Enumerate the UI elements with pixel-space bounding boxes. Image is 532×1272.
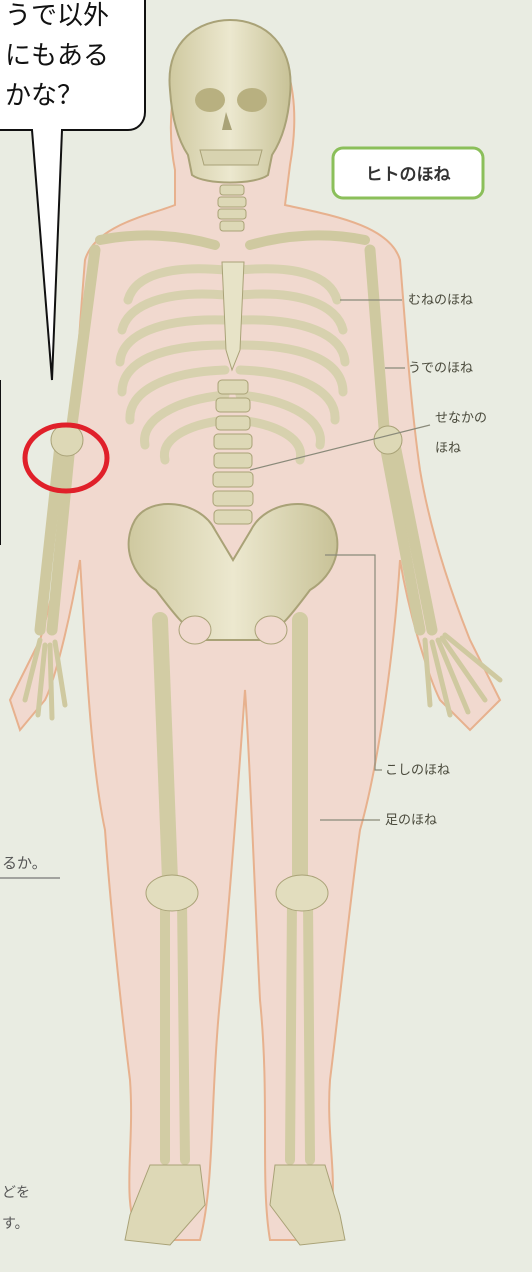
shin-bones [165, 900, 310, 1160]
feet [125, 1165, 345, 1245]
page-fragment-mid: るか。 [2, 854, 47, 872]
bubble-line-2: にもある [5, 41, 109, 71]
skull [170, 20, 291, 183]
label-back-bone-2: ほね [435, 441, 461, 456]
page-fragment-bottom-1: どを [2, 1185, 30, 1201]
page-fragment-bottom-2: す。 [2, 1216, 29, 1232]
label-chest-bone: むねのほね [408, 293, 473, 308]
label-back-bone-1: せなかの [435, 411, 487, 426]
label-leg-bone: 足のほね [385, 813, 437, 828]
bubble-line-1: うで以外 [5, 1, 109, 31]
right-elbow [374, 426, 402, 454]
title-text: ヒトのほね [366, 165, 451, 185]
bubble-line-3: かな？ [5, 81, 83, 111]
label-arm-bone: うでのほね [408, 361, 473, 376]
knees [146, 875, 328, 911]
label-hip-bone: こしのほね [385, 763, 450, 778]
